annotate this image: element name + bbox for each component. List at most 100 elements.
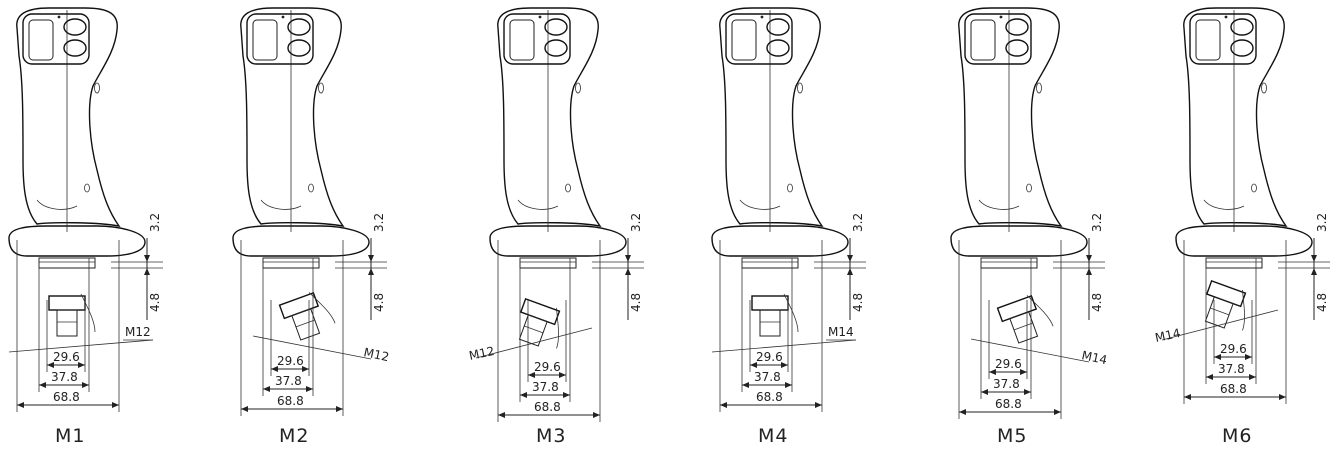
push-button-bottom	[1230, 39, 1254, 57]
arrow-head	[498, 412, 505, 418]
arrow-head	[1184, 394, 1191, 400]
thread-line	[524, 325, 544, 334]
collar	[1205, 257, 1263, 269]
arrow-head	[520, 392, 527, 398]
thread-label: M12	[125, 325, 151, 339]
leader-line	[711, 339, 857, 353]
base-flange	[489, 225, 627, 257]
contour-line	[739, 199, 781, 210]
arrow-head	[78, 362, 85, 368]
dim-mid-width: 37.8	[532, 380, 559, 394]
rocker-switch	[970, 19, 996, 61]
arrow-head	[144, 268, 150, 275]
dim-mid-width: 37.8	[754, 370, 781, 384]
button-panel	[964, 13, 1032, 65]
dim-collar-height: 4.8	[372, 293, 386, 312]
thread-stud	[56, 309, 78, 337]
arrow-head	[989, 369, 996, 375]
arrow-head	[336, 406, 343, 412]
cable	[1026, 295, 1054, 327]
dim-collar-top: 3.2	[629, 213, 643, 232]
dim-outer-width: 68.8	[53, 390, 80, 404]
push-button-bottom	[766, 39, 790, 57]
shaft-assembly	[751, 293, 799, 337]
push-button-top	[63, 18, 87, 36]
base-flange	[8, 225, 146, 257]
rocker-switch	[1195, 19, 1221, 61]
thread-line	[1013, 322, 1033, 331]
arrow-head	[1086, 268, 1092, 275]
leader-line	[252, 335, 372, 360]
contour-line	[978, 199, 1020, 210]
push-button-top	[544, 18, 568, 36]
shaft-assembly	[1204, 279, 1247, 331]
led-indicator	[281, 15, 285, 19]
base-flange	[1175, 225, 1313, 257]
cable	[1241, 289, 1245, 331]
dim-collar-height: 4.8	[851, 293, 865, 312]
dim-collar-height: 4.8	[1090, 293, 1104, 312]
arrow-head	[306, 386, 313, 392]
drawing-label-m2: M2	[279, 425, 309, 447]
dim-collar-top: 3.2	[1090, 213, 1104, 232]
grip-body	[16, 7, 121, 227]
arrow-head	[528, 372, 535, 378]
arrow-head	[847, 268, 853, 275]
dim-mid-width: 37.8	[1218, 362, 1245, 376]
rocker-switch	[252, 19, 278, 61]
dim-outer-width: 68.8	[995, 397, 1022, 411]
cable	[783, 293, 799, 333]
arrow-head	[1206, 374, 1213, 380]
arrow-head	[47, 362, 54, 368]
dim-collar-top: 3.2	[1315, 213, 1329, 232]
dim-mid-width: 37.8	[993, 377, 1020, 391]
arrow-head	[17, 402, 24, 408]
arrow-head	[1024, 389, 1031, 395]
arrow-head	[112, 402, 119, 408]
side-marker	[787, 183, 793, 193]
push-button-bottom	[544, 39, 568, 57]
button-panel	[1189, 13, 1257, 65]
arrow-head	[1020, 369, 1027, 375]
arrow-head	[1054, 409, 1061, 415]
arrow-head	[559, 372, 566, 378]
leader-line	[970, 338, 1090, 363]
drawing-label-m5: M5	[997, 425, 1027, 447]
led-indicator	[1224, 15, 1228, 19]
side-marker	[84, 183, 90, 193]
thread-stud	[291, 308, 321, 341]
led-indicator	[999, 15, 1003, 19]
dim-inner-width: 29.6	[995, 357, 1022, 371]
arrow-head	[593, 412, 600, 418]
shaft-assembly	[48, 293, 96, 337]
dim-inner-width: 29.6	[756, 350, 783, 364]
contour-line	[260, 199, 302, 210]
nut	[751, 295, 789, 311]
side-marker	[1261, 82, 1267, 94]
contour-line	[517, 199, 559, 210]
arrow-head	[785, 382, 792, 388]
thread-line	[295, 319, 315, 328]
side-marker	[1026, 183, 1032, 193]
arrow-head	[144, 255, 150, 262]
dim-inner-width: 29.6	[534, 360, 561, 374]
led-indicator	[538, 15, 542, 19]
thread-stud	[1009, 311, 1039, 344]
push-button-top	[1005, 18, 1029, 36]
collar	[980, 257, 1038, 269]
arrow-head	[241, 406, 248, 412]
cable	[555, 307, 559, 349]
arrow-head	[1279, 394, 1286, 400]
arrow-head	[815, 402, 822, 408]
rocker-switch	[509, 19, 535, 61]
side-marker	[1036, 82, 1042, 94]
arrow-head	[271, 366, 278, 372]
dim-outer-width: 68.8	[277, 394, 304, 408]
dim-collar-height: 4.8	[629, 293, 643, 312]
drawing-label-m3: M3	[536, 425, 566, 447]
